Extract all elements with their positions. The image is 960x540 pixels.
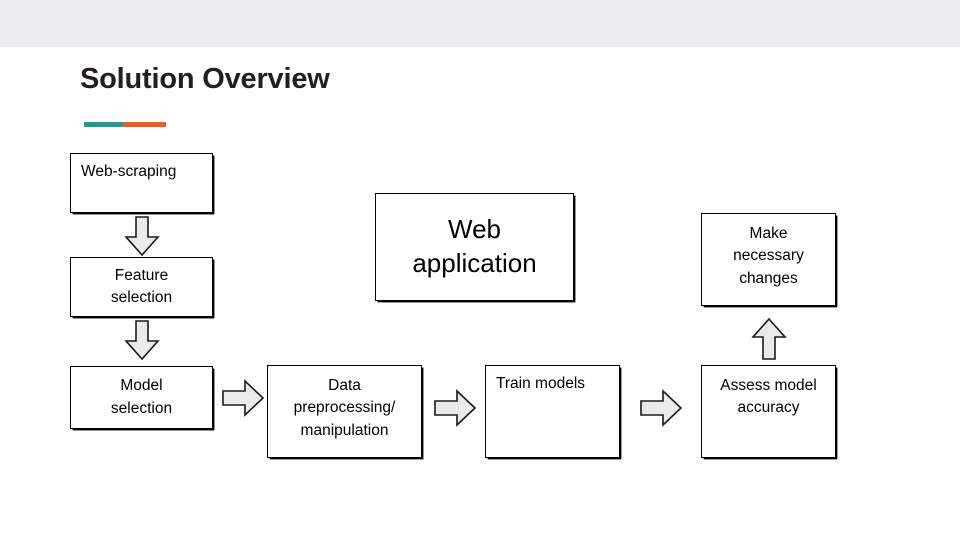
- title-accent-rule: [84, 122, 166, 127]
- flow-node-make-changes[interactable]: Make necessary changes: [701, 213, 836, 306]
- flow-node-web-application[interactable]: Web application: [375, 193, 574, 301]
- flow-arrow-assess-accuracy-to-make-changes: [751, 317, 787, 360]
- flow-node-train-models[interactable]: Train models: [485, 365, 620, 458]
- flow-node-web-scraping[interactable]: Web-scraping: [70, 153, 213, 213]
- flow-node-label: Data preprocessing/ manipulation: [293, 377, 396, 439]
- flow-node-label: Make necessary changes: [733, 225, 804, 287]
- flow-node-label: Train models: [496, 375, 586, 392]
- flow-node-label: Web-scraping: [81, 163, 177, 180]
- accent-rule-teal-segment: [84, 122, 123, 127]
- flow-arrow-feature-selection-to-model-selection: [124, 320, 160, 361]
- flow-arrow-train-models-to-assess-accuracy: [640, 389, 683, 427]
- flow-node-label: Feature selection: [110, 266, 173, 306]
- flow-node-model-selection[interactable]: Model selection: [70, 366, 213, 429]
- flow-node-label: Model selection: [110, 377, 173, 417]
- accent-rule-orange-segment: [123, 122, 166, 127]
- flow-arrow-model-selection-to-data-preprocessing: [222, 379, 265, 417]
- flow-node-label: Web application: [412, 214, 537, 278]
- top-decorative-band: [0, 0, 960, 47]
- flow-arrow-data-preprocessing-to-train-models: [434, 389, 477, 427]
- page-title: Solution Overview: [80, 63, 330, 95]
- flow-node-assess-accuracy[interactable]: Assess model accuracy: [701, 365, 836, 458]
- flow-node-label: Assess model accuracy: [720, 377, 817, 417]
- flow-node-feature-selection[interactable]: Feature selection: [70, 257, 213, 317]
- flow-arrow-web-scraping-to-feature-selection: [124, 216, 160, 257]
- flow-node-data-preprocessing[interactable]: Data preprocessing/ manipulation: [267, 365, 422, 458]
